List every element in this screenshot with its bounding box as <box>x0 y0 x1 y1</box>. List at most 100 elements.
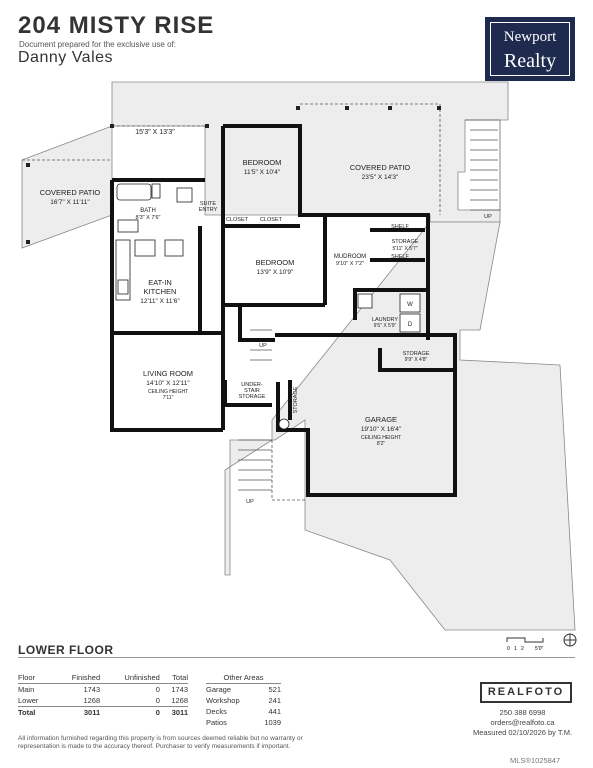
scale-tick-0: 0 <box>507 646 510 652</box>
suite-entry-2: ENTRY <box>199 207 218 213</box>
other-areas-header: Other Areas <box>206 672 281 684</box>
stove <box>134 239 156 257</box>
understair-1: UNDER- <box>241 382 263 388</box>
suite-entry-1: SUITE <box>200 201 217 207</box>
bath-dims: 8'3" X 7'6" <box>136 215 161 221</box>
floor-label: LOWER FLOOR <box>18 643 114 657</box>
stairs <box>238 119 501 491</box>
patio-left-name: COVERED PATIO <box>40 188 101 197</box>
bathtub <box>116 183 152 201</box>
up-label-3: UP <box>246 499 254 505</box>
logo-line-2: Realty <box>503 50 557 72</box>
washer-label: W <box>407 302 413 308</box>
scale-tick-1: 1 <box>514 646 517 652</box>
disclaimer: All information furnished regarding this… <box>18 735 303 750</box>
newport-realty-logo: Newport Realty <box>485 17 575 81</box>
mudroom-name: MUDROOM <box>334 254 366 260</box>
col-unfinished: Unfinished <box>100 672 160 684</box>
bedroom1-dims: 11'5" X 10'4" <box>244 169 281 176</box>
dryer <box>399 313 421 333</box>
posts <box>26 106 441 244</box>
garage-dims: 19'10" X 16'4" <box>361 426 402 433</box>
room-labels: 15'3" X 13'3" BEDROOM 11'5" X 10'4" COVE… <box>40 129 492 505</box>
bedroom1-name: BEDROOM <box>243 158 282 167</box>
fixtures <box>115 183 421 430</box>
washer <box>399 293 421 313</box>
floor-plan: 15'3" X 13'3" BEDROOM 11'5" X 10'4" COVE… <box>21 81 576 631</box>
living-dims: 14'10" X 12'11" <box>146 380 190 387</box>
storage-garage-dims: 9'9" X 4'8" <box>405 357 428 363</box>
realfoto-email[interactable]: orders@realfoto.ca <box>490 718 555 727</box>
storage-vertical-label: STORAGE <box>293 386 299 413</box>
col-finished: Finished <box>52 672 101 684</box>
col-floor: Floor <box>18 672 53 684</box>
closet-1-label: CLOSET <box>226 217 249 223</box>
table-row: Lower 1268 0 1268 <box>18 695 188 705</box>
storage-small-name: STORAGE <box>392 239 419 245</box>
storage-garage-name: STORAGE <box>403 351 430 357</box>
property-address: 204 MISTY RISE <box>18 12 215 39</box>
scale-bar: 0 1 2 5'0" <box>506 633 577 652</box>
fridge <box>164 239 184 257</box>
mudroom-dims: 9'10" X 7'2" <box>336 261 364 267</box>
toilet <box>151 183 161 199</box>
col-total: Total <box>159 672 188 684</box>
up-label-2: UP <box>259 343 267 349</box>
bath-name: BATH <box>140 208 156 214</box>
scale-tick-3: 5'0" <box>535 646 544 652</box>
up-label-1: UP <box>484 214 492 220</box>
living-ceiling: CEILING HEIGHT <box>148 389 188 395</box>
shelf-2-label: SHELF <box>391 254 409 260</box>
understair-2: STAIR <box>244 388 260 394</box>
kitchen-line2: KITCHEN <box>144 287 177 296</box>
divider <box>18 657 575 658</box>
table-row: Main 1743 0 1743 <box>18 684 188 694</box>
realfoto-logo: REALFOTO <box>480 682 572 703</box>
wc <box>176 187 193 203</box>
shelf-1-label: SHELF <box>391 224 409 230</box>
exterior-areas <box>21 81 576 631</box>
patio-left-dims: 16'7" X 11'11" <box>50 199 90 206</box>
mls-number: MLS®1025847 <box>510 756 561 765</box>
laundry-name: LAUNDRY <box>372 317 399 323</box>
prepared-for-note: Document prepared for the exclusive use … <box>19 40 176 49</box>
garage-ceiling-val: 8'2" <box>377 441 386 447</box>
bath-vanity <box>117 219 139 233</box>
patio-right-lower <box>224 221 576 631</box>
measured-note: Measured 02/10/2026 by T.M. <box>472 728 573 737</box>
closet-2-label: CLOSET <box>260 217 283 223</box>
bedroom2-dims: 13'9" X 10'9" <box>257 269 294 276</box>
patio-right-name: COVERED PATIO <box>350 163 411 172</box>
garage-ceiling: CEILING HEIGHT <box>361 435 401 441</box>
living-ceiling-val: 7'11" <box>163 395 174 401</box>
walls <box>110 124 457 497</box>
understair-3: STORAGE <box>239 394 266 400</box>
laundry-dims: 9'5" X 5'9" <box>374 323 397 329</box>
client-name: Danny Vales <box>18 49 114 66</box>
kitchen-sink <box>117 279 129 295</box>
dryer-label: D <box>408 322 413 328</box>
table-row-total: Total 3011 0 3011 <box>18 706 188 718</box>
storage-small-dims: 5'11" X 5'7" <box>392 246 417 252</box>
realfoto-phone: 250 388 6998 <box>499 708 546 717</box>
living-name: LIVING ROOM <box>143 369 193 378</box>
laundry-sink <box>357 293 373 309</box>
water-heater <box>278 418 290 430</box>
deck-top-dims: 15'3" X 13'3" <box>135 129 175 136</box>
patio-left <box>21 125 113 249</box>
kitchen-dims: 12'11" X 11'6" <box>140 298 180 305</box>
scale-tick-2: 2 <box>521 646 524 652</box>
deck-top <box>111 81 509 223</box>
area-table: Floor Finished Unfinished Total Main 174… <box>18 672 188 718</box>
bedroom2-name: BEDROOM <box>256 258 295 267</box>
area-table-header: Floor Finished Unfinished Total <box>18 672 188 684</box>
garage-name: GARAGE <box>365 415 397 424</box>
logo-line-1: Newport <box>503 29 557 45</box>
kitchen-line1: EAT-IN <box>148 278 172 287</box>
patio-right-dims: 23'5" X 14'3" <box>362 174 399 181</box>
